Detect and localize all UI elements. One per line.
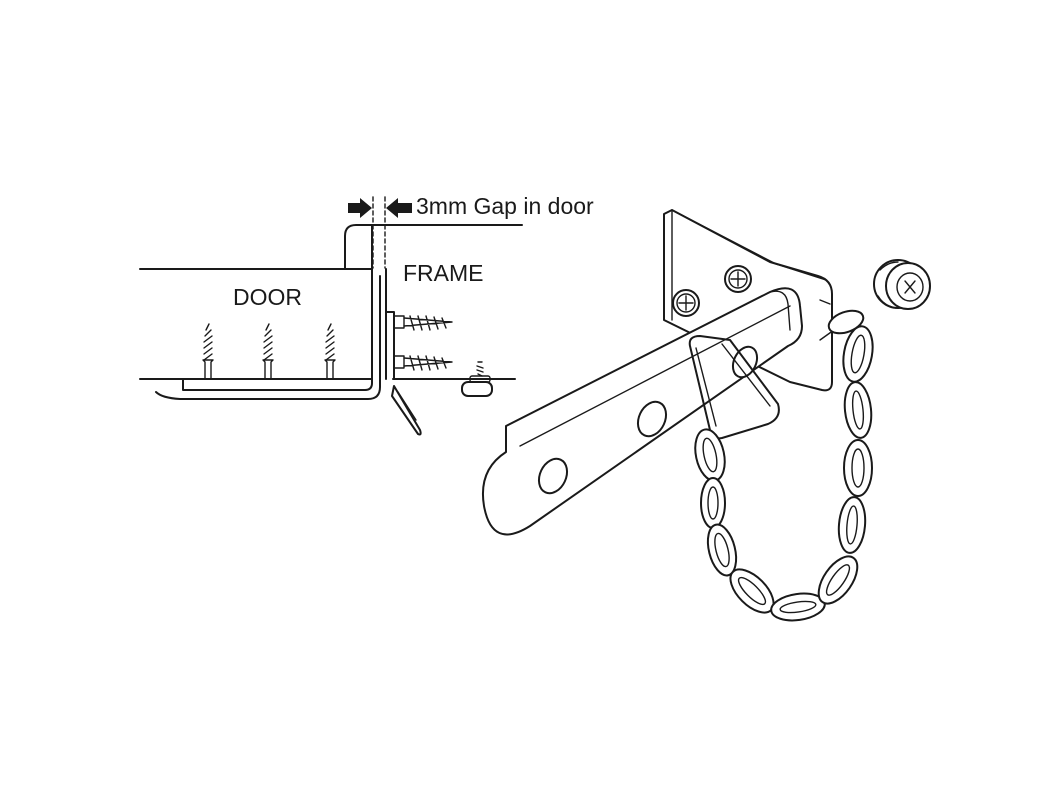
chain-guard-illustration xyxy=(482,209,931,622)
bar-slot xyxy=(636,400,668,438)
frame-plate-section xyxy=(385,311,395,380)
frame-screw xyxy=(393,355,453,371)
gap-arrow-left-icon xyxy=(348,198,372,218)
bar-slot xyxy=(537,457,569,495)
door-bar-section xyxy=(155,275,381,400)
door-label: DOOR xyxy=(233,284,302,310)
door-screw xyxy=(202,323,214,380)
frame-stop xyxy=(344,224,523,270)
gap-label: 3mm Gap in door xyxy=(416,193,594,219)
screw-head-icon xyxy=(724,265,752,293)
door-screw xyxy=(324,323,336,380)
door-plate-section xyxy=(182,281,373,391)
chain-end-section xyxy=(391,385,422,436)
screw-head-icon xyxy=(672,289,700,317)
chain xyxy=(694,309,874,622)
gap-arrow-right-icon xyxy=(386,198,412,218)
frame-screw xyxy=(393,315,453,331)
frame-label: FRAME xyxy=(403,260,484,286)
chain-knob-icon xyxy=(873,259,931,310)
knob-screw xyxy=(461,361,493,397)
door-screw xyxy=(262,323,274,380)
installation-cross-section: 3mm Gap in door FRAME DOOR xyxy=(139,193,594,436)
